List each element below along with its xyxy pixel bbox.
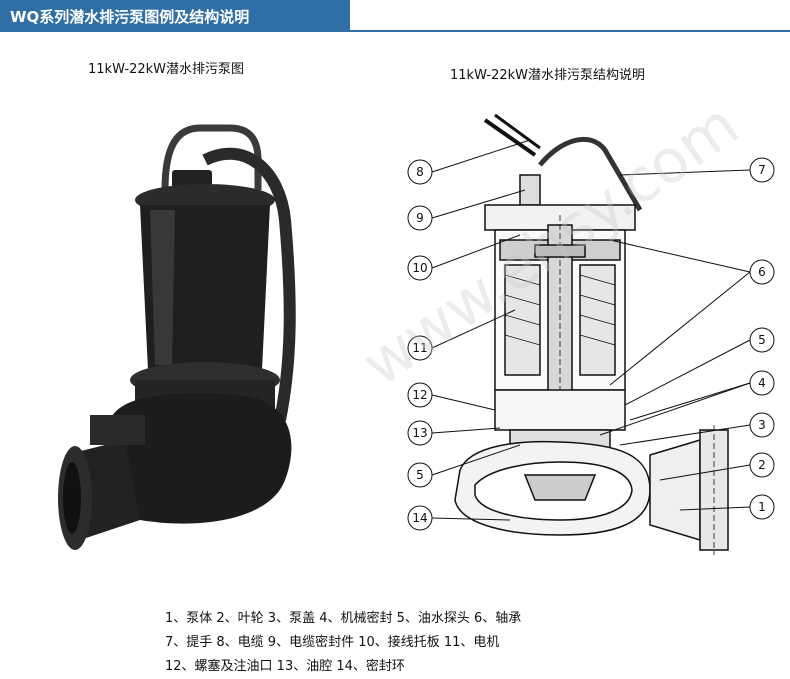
structure-diagram-caption: 11kW-22kW潜水排污泵结构说明 [450, 68, 646, 83]
callout-label: 5 [416, 468, 424, 482]
leader-lines [431, 139, 751, 521]
callout-label: 6 [758, 265, 766, 279]
callouts: 8 9 10 11 12 13 5 14 7 6 5 4 3 2 1 [407, 157, 775, 531]
callout-label: 7 [758, 163, 766, 177]
callout-6: 6 [749, 259, 775, 285]
legend-line-1: 1、泵体 2、叶轮 3、泵盖 4、机械密封 5、油水探头 6、轴承 [165, 611, 522, 626]
header-divider [0, 30, 790, 32]
callout-label: 4 [758, 376, 766, 390]
header-bar: WQ系列潜水排污泵图例及结构说明 [0, 0, 350, 30]
callout-label: 10 [412, 261, 427, 275]
callout-2: 2 [749, 452, 775, 478]
pump-photo-caption: 11kW-22kW潜水排污泵图 [88, 62, 245, 77]
callout-11: 11 [407, 335, 433, 361]
callout-label: 2 [758, 458, 766, 472]
legend-line-2: 7、提手 8、电缆 9、电缆密封件 10、接线托板 11、电机 [165, 635, 500, 650]
callout-13: 13 [407, 420, 433, 446]
pump-cross-section [454, 113, 729, 555]
callout-8: 8 [407, 159, 433, 185]
callout-label: 14 [412, 511, 427, 525]
callout-label: 1 [758, 500, 766, 514]
callout-label: 13 [412, 426, 427, 440]
callout-label: 3 [758, 418, 766, 432]
callout-12: 12 [407, 382, 433, 408]
callout-10: 10 [407, 255, 433, 281]
page-title: WQ系列潜水排污泵图例及结构说明 [10, 8, 250, 26]
callout-1: 1 [749, 494, 775, 520]
callout-label: 12 [412, 388, 427, 402]
callout-7: 7 [749, 157, 775, 183]
legend-line-3: 12、螺塞及注油口 13、油腔 14、密封环 [165, 659, 405, 674]
callout-label: 8 [416, 165, 424, 179]
callout-label: 11 [412, 341, 427, 355]
callout-label: 9 [416, 211, 424, 225]
callout-label: 5 [758, 333, 766, 347]
callout-14: 14 [407, 505, 433, 531]
callout-5-left: 5 [407, 462, 433, 488]
pump-photo [58, 124, 296, 550]
callout-3: 3 [749, 412, 775, 438]
callout-4: 4 [749, 370, 775, 396]
callout-9: 9 [407, 205, 433, 231]
callout-5-right: 5 [749, 327, 775, 353]
